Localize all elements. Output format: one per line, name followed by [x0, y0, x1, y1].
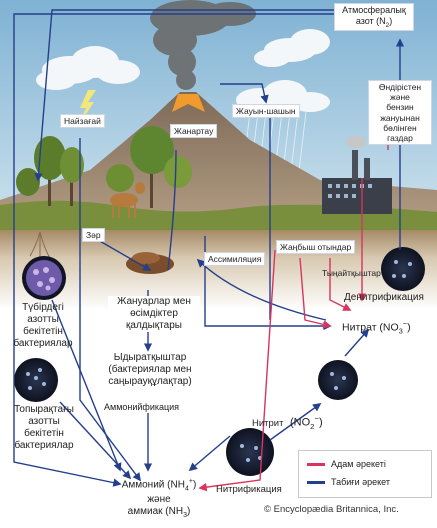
nitrification-label: Нитрификация — [216, 484, 282, 495]
ammonification-text: Аммонийфикация — [104, 402, 180, 412]
nitrate-label: Нитрат (NO3−) — [342, 319, 411, 336]
decomposers-line3: саңырауқұлақтар) — [108, 376, 192, 387]
atmospheric-nitrogen-label: Атмосфералық азот (N2) — [334, 3, 414, 32]
assimilation-label: Ассимиляция — [204, 252, 266, 267]
industry-line2: және — [390, 92, 410, 103]
copyright: © Encyclopædia Britannica, Inc. — [264, 504, 399, 515]
nitrite-superscript: − — [314, 414, 319, 423]
nitrite-close: ) — [318, 416, 323, 429]
precipitation-label: Жауын-шашын — [232, 104, 300, 119]
atmospheric-nitrogen-close: ) — [389, 15, 393, 26]
decomposers-line2: (бактериялар мен — [108, 364, 192, 375]
atmospheric-nitrogen-line2: азот (N — [355, 15, 386, 26]
legend-natural-swatch — [307, 481, 325, 485]
ammonium-formula: (NH — [167, 479, 185, 491]
legend: Адам әрекеті Табиғи әрекет — [298, 450, 432, 498]
soil-bacteria-line3: бекітетін — [24, 428, 64, 439]
roots — [29, 231, 51, 259]
industry-line5: бөлінген — [383, 122, 417, 133]
lightning-text: Найзағай — [64, 116, 101, 126]
urine-text: Зәр — [86, 230, 101, 240]
atmospheric-nitrogen-line1: Атмосфералық — [342, 5, 406, 15]
ammonia-close: ) — [186, 505, 191, 517]
ammonia-subscript: 3 — [183, 511, 187, 519]
industry-line4: жануынан — [380, 112, 420, 123]
root-bacteria-label: Түбірдегі азотты бекітетін бактериялар — [2, 302, 84, 350]
legend-natural-text: Табиғи әрекет — [331, 477, 390, 487]
nitrite-word: Нитрит — [252, 418, 284, 429]
root-bacteria-line2: азотты — [27, 314, 59, 325]
volcano-text: Жанартау — [174, 126, 214, 136]
fossil-fuels-text: Жаңбыш отындар — [280, 242, 352, 252]
fertilizers-text: Тыңайтқыштар — [322, 268, 381, 278]
legend-natural: Табиғи әрекет — [307, 477, 390, 487]
assimilation-text: Ассимиляция — [208, 254, 262, 264]
ammonium-close: ) — [192, 479, 197, 491]
ammonia-word: аммиак — [127, 505, 163, 517]
ammonium-and: және — [147, 493, 171, 505]
nitrification-text: Нитрификация — [216, 484, 282, 495]
bacteria-soil-fixing — [14, 358, 58, 402]
legend-human-text: Адам әрекеті — [331, 459, 386, 469]
ammonium-ammonia-label: Аммоний (NH4+) және аммиак (NH3) — [104, 478, 214, 520]
natural-flow-arrows — [13, 9, 405, 487]
ammonium-subscript: 4 — [184, 485, 189, 493]
animal-plant-remains-label: Жануарлар мен өсімдіктер қалдықтары — [108, 296, 200, 332]
industry-line3: бензин — [386, 102, 414, 113]
bacteria-nitrifying-ammonium — [226, 428, 274, 476]
clouds — [36, 29, 330, 112]
deer — [110, 182, 145, 218]
root-bacteria-line4: бактериялар — [13, 338, 73, 349]
volcano-lava — [172, 94, 205, 112]
precipitation-text: Жауын-шашын — [236, 106, 296, 116]
legend-human-swatch — [307, 463, 325, 467]
denitrification-label: Денитрификация — [344, 292, 424, 304]
ammonia-formula: (NH — [165, 505, 184, 517]
root-bacteria-line1: Түбірдегі — [22, 302, 64, 313]
decomposers-label: Ыдыратқыштар (бактериялар мен саңырауқұл… — [100, 352, 200, 388]
ammonium-superscript: + — [188, 478, 193, 485]
nitrite-formula-label: (NO2−) — [290, 414, 323, 431]
urine-label: Зәр — [82, 228, 105, 243]
ammonium-word: Аммоний — [121, 479, 165, 491]
atmospheric-nitrogen-subscript: 2 — [385, 21, 390, 29]
denitrification-text: Денитрификация — [344, 292, 424, 303]
root-bacteria-line3: бекітетін — [23, 326, 63, 337]
ammonification-label: Аммонийфикация — [104, 402, 180, 413]
soil-bacteria-line2: азотты — [28, 416, 60, 427]
industry-gases-label: Өндірістен және бензин жануынан бөлінген… — [368, 80, 432, 146]
nitrate-text: Нитрат (NO — [342, 321, 399, 334]
bacteria-denitrifying — [381, 247, 425, 291]
fossil-fuels-label: Жаңбыш отындар — [276, 240, 356, 255]
soil-bacteria-line4: бактериялар — [14, 440, 74, 451]
lightning-label: Найзағай — [60, 114, 105, 129]
nitrate-subscript: 3 — [398, 326, 403, 336]
remains-line1: Жануарлар мен — [117, 296, 191, 307]
soil-bacteria-line1: Топырақтағы — [14, 404, 74, 415]
trees — [16, 126, 192, 208]
nitrate-close: ) — [407, 321, 411, 334]
remains-line3: қалдықтары — [126, 320, 182, 331]
volcano-label: Жанартау — [170, 124, 218, 139]
industry-line1: Өндірістен — [378, 82, 422, 92]
bacteria-nitrifying-nitrite — [318, 360, 358, 400]
soil-bacteria-label: Топырақтағы азотты бекітетін бактериялар — [2, 404, 86, 452]
nitrite-formula: (NO — [290, 416, 311, 429]
remains-line2: өсімдіктер — [130, 308, 178, 319]
nitrite-subscript: 2 — [310, 421, 315, 431]
legend-human: Адам әрекеті — [307, 459, 386, 469]
industry-line6: газдар — [387, 132, 413, 143]
factory — [322, 136, 392, 214]
nitrite-word-label: Нитрит — [252, 418, 283, 429]
nitrate-superscript: − — [402, 319, 408, 328]
decomposers-line1: Ыдыратқыштар — [113, 352, 187, 363]
fertilizers-label: Тыңайтқыштар — [322, 268, 381, 278]
bacteria-root-nodule — [22, 256, 66, 300]
